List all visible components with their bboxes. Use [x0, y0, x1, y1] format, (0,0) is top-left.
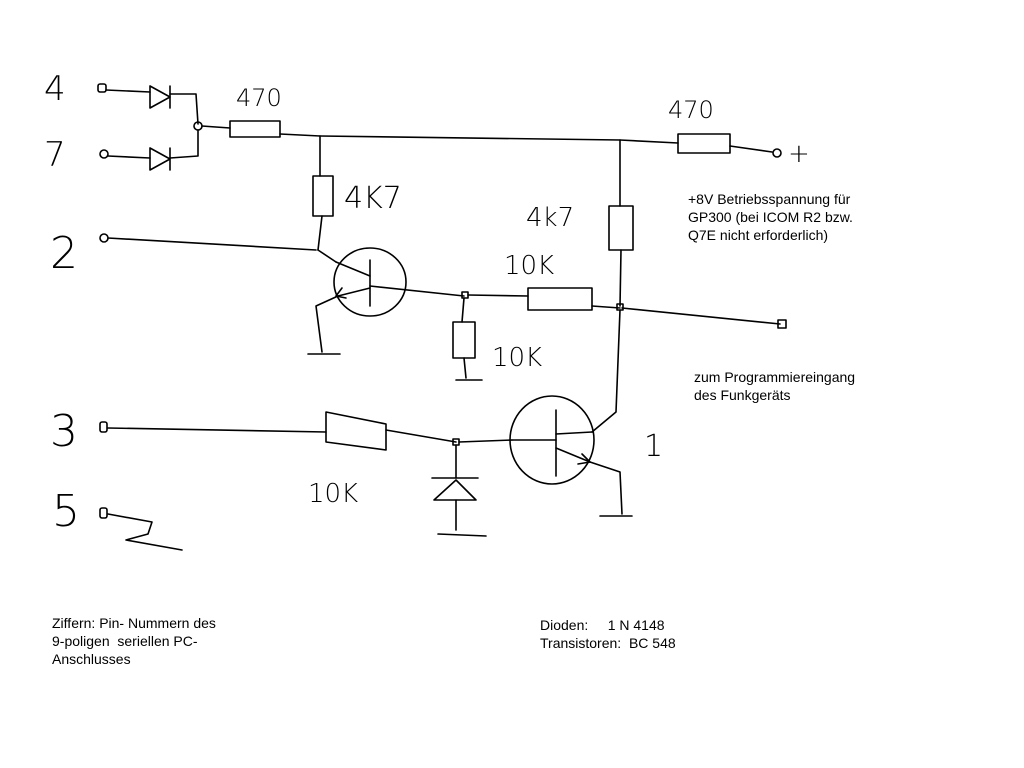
supply-terminal [772, 148, 782, 158]
pin-4-input [97, 83, 199, 125]
output-note: zum Programmiereingang des Funkgeräts [694, 368, 855, 404]
supply-plus: + [788, 139, 810, 169]
resistor-470-input [229, 120, 281, 138]
label-r-input: 470 [236, 84, 282, 112]
parts-note: Dioden: 1 N 4148 Transistoren: BC 548 [540, 616, 676, 652]
pin-5-wire [107, 513, 183, 551]
transistor-1 [333, 247, 465, 317]
transistors-label: Transistoren: [540, 635, 622, 651]
output-wire [621, 307, 781, 325]
pins-note-line-3: Anschlusses [52, 651, 131, 667]
pin-label-7: 7 [44, 135, 66, 175]
label-r-base-pullup: 4K7 [344, 181, 402, 216]
pin-3-wire [107, 427, 327, 433]
pins-note: Ziffern: Pin- Nummern des 9-poligen seri… [52, 614, 216, 668]
pins-note-line-1: Ziffern: Pin- Nummern des [52, 615, 216, 631]
label-r-bottom: 10K [308, 479, 358, 509]
resistor-10k-bottom [325, 411, 387, 451]
output-note-line-2: des Funkgeräts [694, 387, 791, 403]
label-r-emitter: 10K [492, 343, 542, 373]
supply-note-line-2: GP300 (bei ICOM R2 bzw. [688, 209, 853, 225]
resistor-10k-emitter [452, 321, 476, 359]
pin-label-2: 2 [50, 228, 78, 279]
supply-note-line-1: +8V Betriebsspannung für [688, 191, 851, 207]
label-r-out: 10K [504, 251, 554, 281]
supply-note-line-3: Q7E nicht erforderlich) [688, 227, 829, 243]
resistor-4k7-collector [608, 205, 634, 251]
resistor-470-supply [677, 133, 731, 154]
pin-label-3: 3 [50, 406, 78, 457]
pin-label-5: 5 [52, 486, 80, 537]
zener-diode [433, 479, 477, 501]
transistor-2 [509, 395, 595, 485]
junction-mid [461, 291, 469, 299]
ground-3 [437, 533, 487, 537]
output-note-line-1: zum Programmiereingang [694, 369, 856, 385]
label-r-collector: 4k7 [526, 203, 574, 233]
diodes-label: Dioden: [540, 617, 589, 633]
resistor-4k7-base [312, 175, 334, 217]
diode-2 [149, 147, 171, 171]
diode-1 [149, 85, 171, 109]
resistor-10k-out [527, 287, 593, 311]
pin-2-wire [107, 237, 317, 251]
supply-note: +8V Betriebsspannung für GP300 (bei ICOM… [688, 190, 853, 244]
transistor-mark: 1 [644, 429, 663, 464]
transistors-value: BC 548 [628, 635, 676, 651]
pin-label-4: 4 [44, 69, 66, 109]
pins-note-line-2: 9-poligen seriellen PC- [52, 633, 198, 649]
diodes-value: 1 N 4148 [607, 617, 665, 633]
pin-7-input [99, 129, 199, 171]
top-rail [319, 135, 621, 141]
output-terminal [777, 319, 787, 329]
label-r-supply: 470 [668, 96, 714, 124]
